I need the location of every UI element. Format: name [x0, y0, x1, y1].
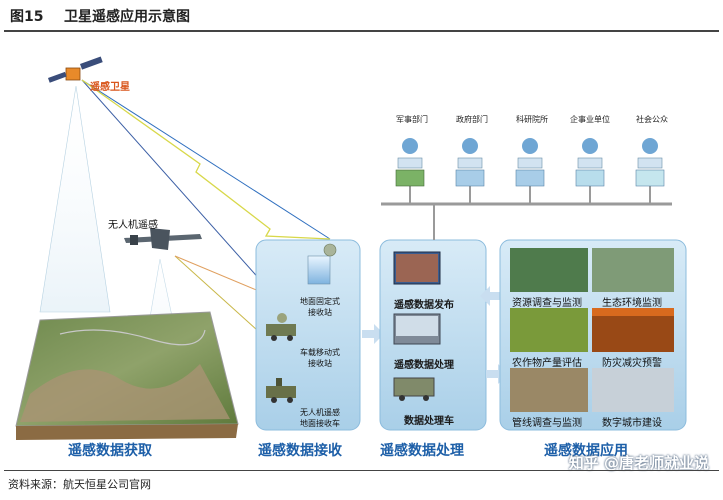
app-image-1 — [510, 248, 588, 292]
signal-mobile-station — [81, 79, 279, 301]
signal-zigzag — [81, 79, 331, 240]
publish-label: 遥感数据发布 — [394, 300, 454, 311]
mobile-vehicle-icon — [266, 313, 296, 341]
department-label: 军事部门 — [396, 115, 428, 124]
signal-fixed-station — [81, 79, 331, 240]
arrow-publish — [480, 286, 502, 306]
processing-vehicle-icon — [393, 377, 435, 397]
vehicle-mobile-station-label: 车载移动式 接收站 — [300, 348, 340, 368]
satellite-beam — [39, 85, 111, 313]
arrow-to-processing — [362, 324, 384, 344]
ground-station-icon — [307, 243, 337, 285]
satellite-label: 遥感卫星 — [90, 82, 130, 93]
processing-vehicle-label: 数据处理车 — [404, 416, 454, 427]
department-label: 科研院所 — [516, 115, 548, 124]
zhihu-watermark: 知乎 @唐老师就业说 — [568, 454, 709, 472]
department-label: 企事业单位 — [570, 115, 610, 124]
remote-sensing-diagram: 遥感卫星 无人机遥感 地面固定式 接收站 车载移动式 接收站 无人机遥感 地面接… — [0, 34, 723, 464]
bottom-rule — [4, 470, 719, 471]
satellite-icon — [47, 56, 103, 83]
diagram-graphics — [15, 56, 687, 440]
department-node-1 — [395, 138, 425, 187]
app-image-2 — [592, 248, 674, 292]
uav-label: 无人机遥感 — [108, 220, 158, 231]
figure-title: 卫星遥感应用示意图 — [64, 9, 190, 25]
application-label: 生态环境监测 — [602, 298, 662, 309]
application-label: 防灾减灾预警 — [602, 358, 662, 369]
app-image-4 — [592, 308, 674, 352]
application-label: 资源调查与监测 — [512, 298, 582, 309]
figure-header: 图15 卫星遥感应用示意图 — [4, 6, 719, 28]
application-label: 农作物产量评估 — [512, 358, 582, 369]
app-image-3 — [510, 308, 588, 352]
section-label-reception: 遥感数据接收 — [258, 443, 342, 459]
application-label: 数字城市建设 — [602, 418, 662, 429]
top-rule — [4, 30, 719, 32]
uav-vehicle-label: 无人机遥感 地面接收车 — [300, 408, 340, 428]
terrain-base — [16, 424, 238, 440]
figure-number: 图15 — [10, 9, 44, 25]
app-image-6 — [592, 368, 674, 412]
section-label-processing: 遥感数据处理 — [380, 443, 464, 459]
source-note: 资料来源：航天恒星公司官网 — [8, 478, 151, 491]
department-label: 政府部门 — [456, 115, 488, 124]
department-node-2 — [455, 138, 485, 187]
section-label-acquisition: 遥感数据获取 — [68, 443, 152, 459]
department-node-3 — [515, 138, 545, 187]
app-image-5 — [510, 368, 588, 412]
application-label: 管线调查与监测 — [512, 418, 582, 429]
process-label: 遥感数据处理 — [394, 360, 454, 371]
uav-icon — [124, 228, 202, 250]
department-node-4 — [575, 138, 605, 187]
section-label-application: 遥感数据应用 — [544, 443, 628, 459]
department-label: 社会公众 — [636, 115, 668, 124]
ground-fixed-station-label: 地面固定式 接收站 — [300, 297, 340, 317]
uav-vehicle-icon — [266, 378, 296, 403]
department-node-5 — [635, 138, 665, 187]
